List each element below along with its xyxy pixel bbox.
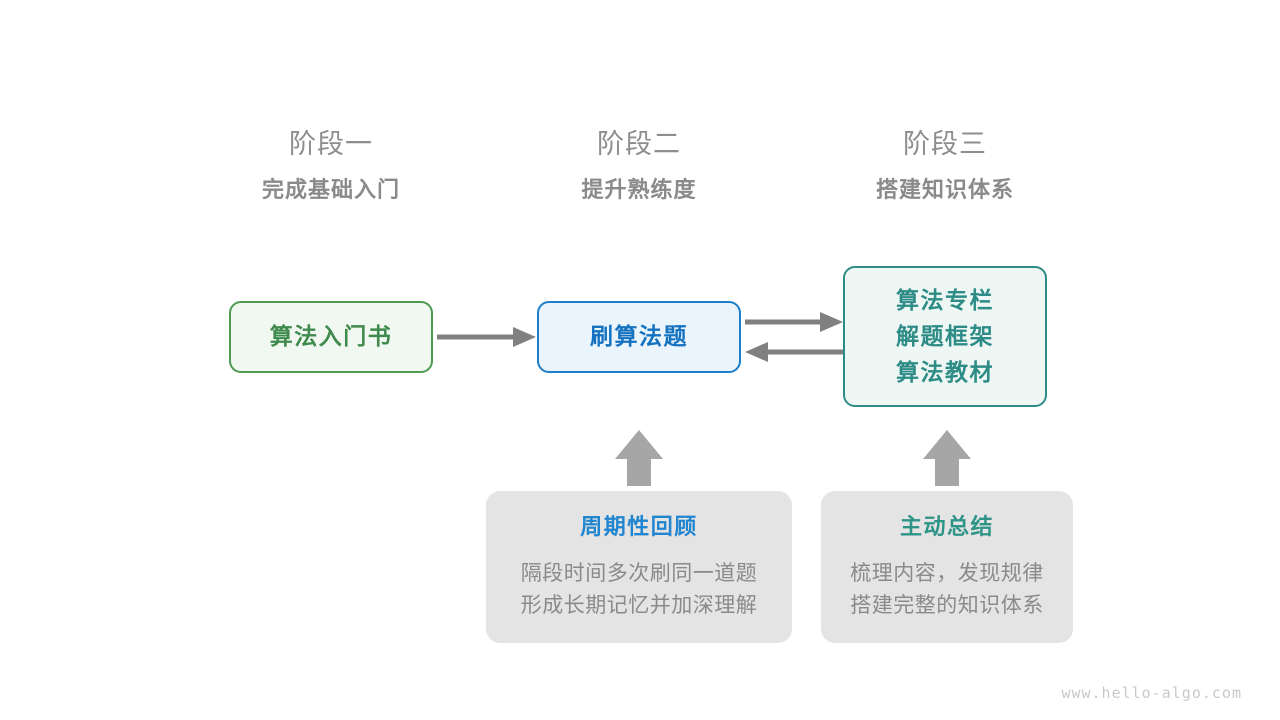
stage-header-3: 阶段三 搭建知识体系 (815, 128, 1075, 206)
node-algorithm-book-label: 算法入门书 (269, 324, 393, 350)
stage-header-1: 阶段一 完成基础入门 (201, 128, 461, 206)
arrow-practice-to-resources (745, 312, 843, 332)
watermark: www.hello-algo.com (1061, 684, 1242, 702)
stage-1-title: 阶段一 (289, 129, 373, 160)
card-active-summary-line-1: 梳理内容，发现规律 (850, 561, 1044, 585)
node-resources-line-1: 算法专栏 (896, 287, 994, 314)
node-resources[interactable]: 算法专栏 解题框架 算法教材 (843, 266, 1047, 407)
arrow-summary-to-resources (923, 430, 971, 486)
card-periodic-review-title: 周期性回顾 (580, 515, 698, 540)
stage-1-subtitle: 完成基础入门 (261, 178, 400, 203)
stage-2-title: 阶段二 (597, 129, 681, 160)
stage-3-title: 阶段三 (903, 129, 987, 160)
stage-3-subtitle: 搭建知识体系 (875, 178, 1014, 203)
card-active-summary[interactable]: 主动总结 梳理内容，发现规律 搭建完整的知识体系 (821, 491, 1073, 643)
arrow-review-to-practice (615, 430, 663, 486)
arrow-book-to-practice (437, 327, 536, 347)
stage-2-subtitle: 提升熟练度 (581, 178, 697, 203)
node-algorithm-book[interactable]: 算法入门书 (229, 301, 433, 373)
node-resources-line-2: 解题框架 (896, 323, 994, 350)
stage-header-2: 阶段二 提升熟练度 (509, 128, 769, 206)
card-periodic-review-line-2: 形成长期记忆并加深理解 (520, 593, 758, 617)
card-periodic-review[interactable]: 周期性回顾 隔段时间多次刷同一道题 形成长期记忆并加深理解 (486, 491, 792, 643)
node-practice-problems[interactable]: 刷算法题 (537, 301, 741, 373)
card-active-summary-title: 主动总结 (899, 515, 994, 540)
card-active-summary-line-2: 搭建完整的知识体系 (850, 593, 1044, 617)
node-practice-problems-label: 刷算法题 (590, 324, 688, 350)
arrow-resources-to-practice (745, 342, 843, 362)
node-resources-line-3: 算法教材 (896, 359, 994, 386)
card-periodic-review-line-1: 隔段时间多次刷同一道题 (520, 561, 758, 585)
